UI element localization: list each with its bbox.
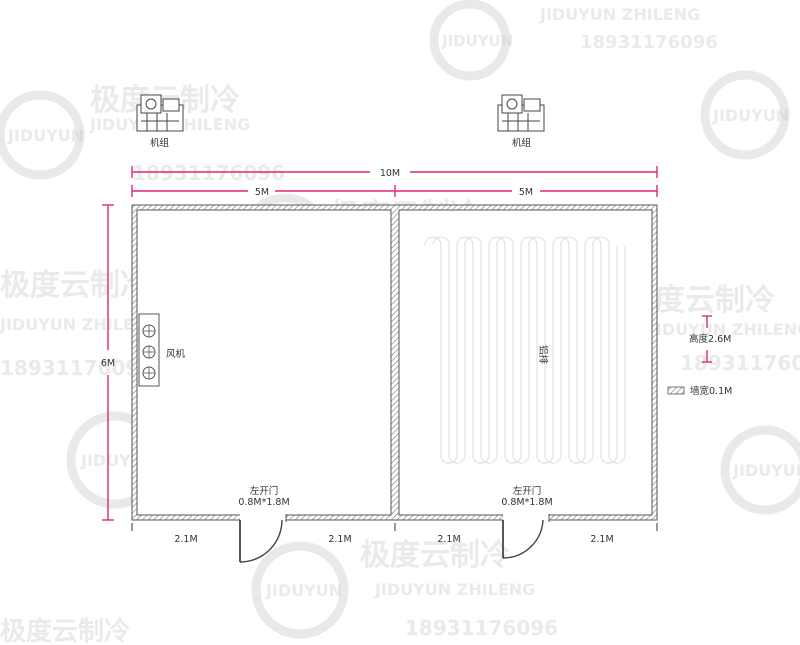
svg-text:JIDUYUN: JIDUYUN bbox=[265, 581, 342, 600]
left-door-label: 左开门 bbox=[250, 485, 279, 497]
svg-text:JIDUYUN: JIDUYUN bbox=[441, 32, 513, 50]
watermark-logo: JIDUYUN bbox=[0, 90, 85, 180]
watermark-brand-cn: 极度云制冷 bbox=[0, 268, 150, 303]
svg-text:JIDUYUN: JIDUYUN bbox=[7, 126, 84, 145]
aluminum-coil bbox=[424, 236, 626, 464]
legend-height: 高度2.6M bbox=[689, 315, 731, 363]
watermark-brand-en: JIDUYUN ZHILENG bbox=[539, 5, 700, 24]
dimension-bottom-right-a: 2.1M bbox=[437, 534, 460, 545]
dimension-bottom-right-b: 2.1M bbox=[590, 523, 658, 545]
wall-hatch-swatch bbox=[667, 386, 685, 395]
wall-thickness-label: 墙宽0.1M bbox=[690, 385, 732, 397]
watermark-phone: 18931176096 bbox=[580, 32, 718, 53]
right-door-size: 0.8M*1.8M bbox=[501, 497, 552, 508]
svg-text:JIDUYUN: JIDUYUN bbox=[712, 106, 789, 125]
dimension-bottom-left-b: 2.1M bbox=[328, 523, 396, 545]
dimension-total-width: 10M bbox=[131, 166, 658, 179]
dimension-right-room-width: 5M bbox=[395, 185, 658, 198]
right-door-opening bbox=[503, 514, 549, 522]
unit-label-left: 机组 bbox=[150, 137, 170, 149]
watermark-brand-en: JIDUYUN ZHILENG bbox=[374, 580, 535, 599]
watermark-logo: JIDUYUN bbox=[429, 0, 513, 81]
watermark-logo: JIDUYUN bbox=[700, 70, 790, 160]
condensing-unit-left bbox=[136, 94, 184, 132]
legend-wall-thickness: 墙宽0.1M bbox=[667, 385, 732, 397]
watermark-phone: 18931176096 bbox=[405, 616, 558, 640]
bottom-left-a-label: 2.1M bbox=[174, 534, 197, 545]
evaporator-fan bbox=[138, 313, 160, 387]
height-label: 高度2.6M bbox=[689, 333, 731, 345]
condensing-unit-right bbox=[497, 94, 545, 132]
left-door-opening bbox=[240, 514, 286, 522]
watermark-brand-en: JIDUYUN ZHILENG bbox=[649, 320, 800, 339]
left-room-width-label: 5M bbox=[255, 187, 269, 198]
cold-room-walls bbox=[131, 204, 658, 521]
left-door-size: 0.8M*1.8M bbox=[238, 497, 289, 508]
right-room-width-label: 5M bbox=[519, 187, 533, 198]
watermark-phone: 18931176096 bbox=[132, 161, 285, 185]
watermark-logo: JIDUYUN bbox=[251, 541, 349, 639]
fan-label: 风机 bbox=[166, 348, 186, 360]
left-door-swing bbox=[239, 519, 283, 563]
watermark-brand-cn: 极度云制冷 bbox=[0, 616, 130, 645]
watermark-phone: 18931176096 bbox=[0, 356, 153, 380]
bottom-right-b-label: 2.1M bbox=[590, 534, 613, 545]
bottom-left-b-label: 2.1M bbox=[328, 534, 351, 545]
coil-label: 铝排 bbox=[537, 345, 549, 365]
watermark-phone: 18931176096 bbox=[680, 351, 800, 375]
watermark-brand-cn: 极度云制冷 bbox=[360, 538, 510, 573]
unit-label-right: 机组 bbox=[512, 137, 532, 149]
dimension-bottom-left-a: 2.1M bbox=[131, 523, 198, 545]
watermark-brand-en: JIDUYUN ZHILENG bbox=[0, 315, 160, 334]
depth-label: 6M bbox=[101, 358, 115, 369]
svg-text:JIDUYUN: JIDUYUN bbox=[732, 461, 800, 480]
right-door-swing bbox=[502, 519, 544, 559]
watermark-logo: JIDUYUN bbox=[720, 425, 800, 515]
right-door-label: 左开门 bbox=[513, 485, 542, 497]
total-width-label: 10M bbox=[380, 168, 400, 179]
dimension-left-room-width: 5M bbox=[131, 185, 396, 198]
dimension-depth: 6M bbox=[101, 204, 115, 521]
bottom-right-a-label: 2.1M bbox=[437, 534, 460, 545]
